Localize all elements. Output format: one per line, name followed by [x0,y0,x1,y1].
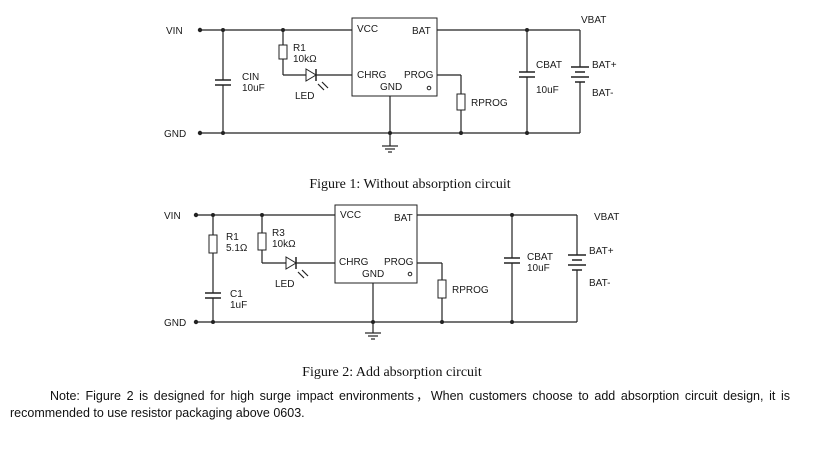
fig1-cbat-value: 10uF [536,85,559,96]
fig2-r1-name: R1 [226,232,239,243]
fig2-ic-gnd-pin: GND [362,269,384,280]
fig2-c1-value: 1uF [230,300,247,311]
fig2-cbat-value: 10uF [527,263,550,274]
fig2-cbat-name: CBAT [527,252,553,263]
charger-ic-1 [351,17,438,153]
fig1-r1-name: R1 [293,43,306,54]
figure-2-schematic: VIN GND VBAT VCC BAT CHRG PROG GND R1 5.… [164,204,619,340]
capacitor-cbat-2 [504,213,520,324]
fig1-vbat-label: VBAT [581,15,606,26]
fig2-r3-name: R3 [272,228,285,239]
fig2-prog-pin: PROG [384,257,414,268]
fig2-bat-pin: BAT [394,213,413,224]
fig1-prog-pin: PROG [404,70,434,81]
figure-1-schematic: VIN GND VBAT VCC BAT CHRG PROG GND R1 10… [164,15,617,153]
fig2-gnd-label: GND [164,318,186,329]
fig2-chrg-pin: CHRG [339,257,369,268]
fig1-led-label: LED [295,91,314,102]
fig1-ic-gnd-pin: GND [380,82,402,93]
resistor-rprog-1 [437,74,466,135]
battery-2 [568,215,586,322]
fig1-bat-plus-label: BAT+ [592,60,617,71]
fig1-r1-value: 10kΩ [293,54,317,65]
note-paragraph: Note: Figure 2 is designed for high surg… [10,389,790,420]
fig2-vcc-pin: VCC [340,210,361,221]
charger-ic-2 [334,204,418,340]
capacitor-cin [215,28,231,135]
fig1-cbat-name: CBAT [536,60,562,71]
fig1-cin-name: CIN [242,72,259,83]
fig1-vin-label: VIN [166,26,183,37]
fig2-c1-name: C1 [230,289,243,300]
fig1-gnd-label: GND [164,129,186,140]
fig2-bat-minus-label: BAT- [589,278,610,289]
figure-1-caption: Figure 1: Without absorption circuit [309,177,510,192]
fig2-r1-value: 5.1Ω [226,243,248,254]
fig1-cin-value: 10uF [242,83,265,94]
fig2-r3-value: 10kΩ [272,239,296,250]
resistor-r1-led-branch [278,28,352,91]
fig1-chrg-pin: CHRG [357,70,387,81]
absorption-r1-c1 [205,213,221,324]
fig2-bat-plus-label: BAT+ [589,246,614,257]
fig2-vbat-label: VBAT [594,212,619,223]
resistor-rprog-2 [417,262,447,324]
fig1-rprog-label: RPROG [471,98,508,109]
fig1-bat-minus-label: BAT- [592,88,613,99]
fig2-rprog-label: RPROG [452,285,489,296]
battery-1 [571,30,589,133]
capacitor-cbat-1 [519,28,535,135]
fig2-vin-label: VIN [164,211,181,222]
figure-2-caption: Figure 2: Add absorption circuit [302,365,482,380]
fig1-bat-pin: BAT [412,26,431,37]
fig1-vcc-pin: VCC [357,24,378,35]
resistor-r3-led-branch [257,213,335,279]
fig2-led-label: LED [275,279,294,290]
